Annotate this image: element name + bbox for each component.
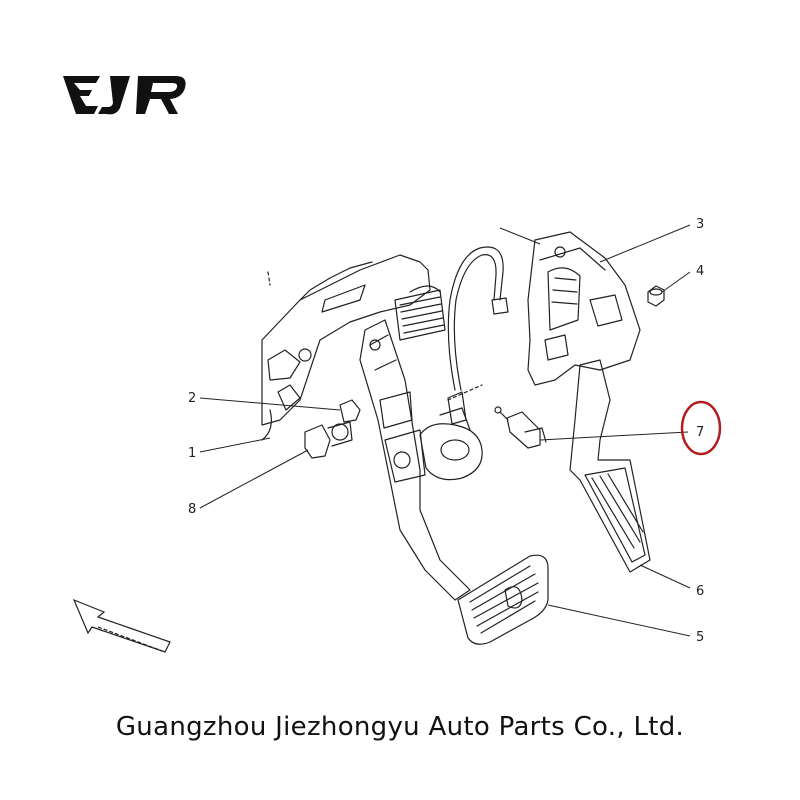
- brake-pedal-arm: [359, 319, 471, 601]
- company-name: Guangzhou Jiezhongyu Auto Parts Co., Ltd…: [115, 712, 685, 742]
- highlight-circle: [680, 400, 722, 456]
- leader-line-8: [199, 449, 309, 509]
- leader-line-2: [199, 397, 341, 411]
- callout-6: 6: [696, 584, 704, 599]
- callout-5: 5: [696, 630, 704, 645]
- callout-2: 2: [188, 391, 196, 406]
- callout-7: 7: [696, 425, 704, 440]
- leader-line-1: [199, 437, 271, 453]
- callout-8: 8: [188, 502, 196, 517]
- leader-line-6: [639, 564, 691, 589]
- callout-3: 3: [696, 217, 704, 232]
- pedal-switch: [494, 406, 547, 449]
- leader-line-3b: [499, 227, 541, 245]
- leader-line-3: [599, 224, 691, 263]
- wiring-harness: [447, 246, 509, 391]
- brake-pedal-pad: [457, 554, 549, 645]
- accelerator-pedal-housing: [527, 231, 641, 386]
- leader-line-4: [661, 271, 691, 293]
- brand-logo: [63, 76, 186, 115]
- brake-pedal-bracket: [261, 254, 431, 441]
- pushrod-assembly: [419, 391, 483, 481]
- callout-4: 4: [696, 264, 704, 279]
- nut: [647, 285, 665, 307]
- switch-bracket: [304, 421, 353, 459]
- leader-line-7: [539, 431, 689, 441]
- accelerator-pedal: [569, 359, 651, 573]
- callout-1: 1: [188, 446, 196, 461]
- direction-arrow: [72, 598, 171, 653]
- spring-mechanism: [394, 285, 446, 341]
- leader-line-5: [547, 604, 691, 637]
- clip: [339, 399, 361, 423]
